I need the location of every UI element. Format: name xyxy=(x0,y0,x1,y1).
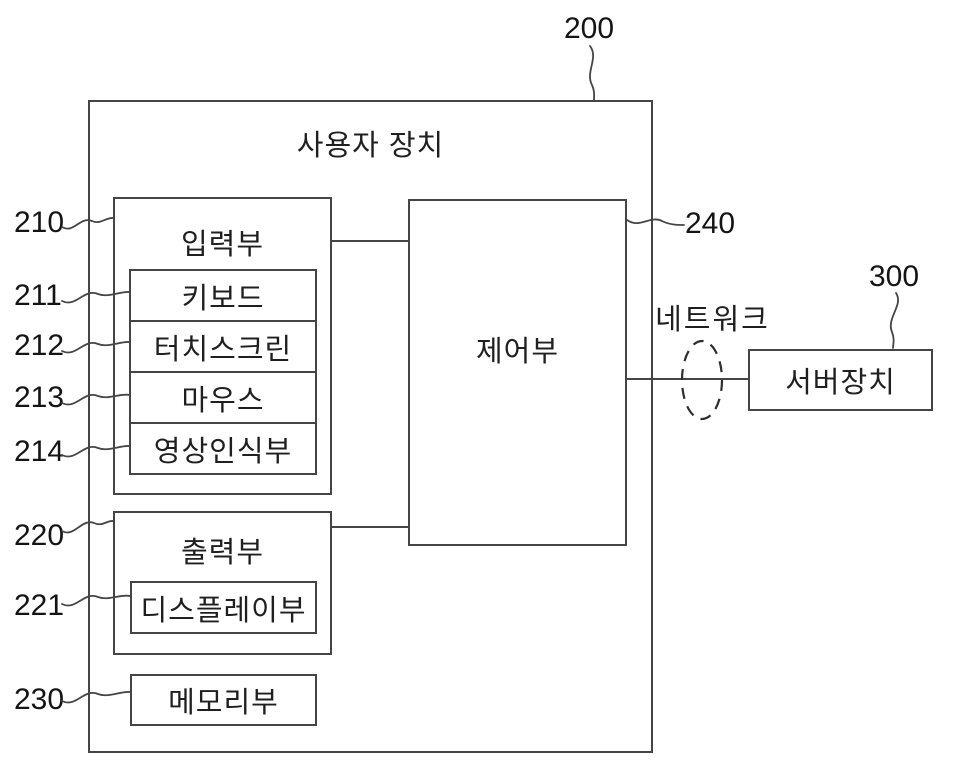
memory-unit-box: 메모리부 xyxy=(130,674,317,726)
touchscreen-box: 터치스크린 xyxy=(129,320,317,373)
ref-240: 240 xyxy=(685,207,736,240)
input-unit-label: 입력부 xyxy=(180,229,265,261)
mouse-label: 마우스 xyxy=(181,384,265,417)
keyboard-box: 키보드 xyxy=(129,269,317,322)
connector-output-to-control xyxy=(332,526,408,528)
leader-300 xyxy=(889,292,899,349)
display-unit-label: 디스플레이부 xyxy=(140,594,307,627)
server-device-label: 서버장치 xyxy=(785,367,896,399)
ref-213: 213 xyxy=(14,381,65,414)
touchscreen-label: 터치스크린 xyxy=(153,333,293,366)
ref-211: 211 xyxy=(14,279,62,312)
connector-input-to-control xyxy=(332,240,408,242)
connector-control-to-server xyxy=(627,378,748,380)
output-unit-label: 출력부 xyxy=(180,537,265,569)
keyboard-label: 키보드 xyxy=(181,282,265,315)
ref-300: 300 xyxy=(868,260,920,293)
ref-200: 200 xyxy=(563,12,615,45)
memory-unit-label: 메모리부 xyxy=(168,687,279,719)
output-unit-box: 출력부 디스플레이부 xyxy=(113,511,332,655)
image-recognition-label: 영상인식부 xyxy=(153,435,293,468)
network-ellipse xyxy=(680,339,724,421)
ref-214: 214 xyxy=(14,435,65,468)
ref-210: 210 xyxy=(14,206,65,239)
ref-221: 221 xyxy=(14,589,65,622)
mouse-box: 마우스 xyxy=(129,371,317,424)
ref-230: 230 xyxy=(14,683,65,716)
input-device-stack: 키보드 터치스크린 마우스 영상인식부 xyxy=(129,269,317,475)
network-label: 네트워크 xyxy=(655,304,770,336)
image-recognition-box: 영상인식부 xyxy=(129,422,317,475)
server-device-box: 서버장치 xyxy=(748,349,933,411)
leader-200 xyxy=(589,45,596,101)
control-unit-box: 제어부 xyxy=(408,199,627,546)
ref-220: 220 xyxy=(14,519,65,552)
user-device-label: 사용자 장치 xyxy=(296,130,445,162)
input-unit-box: 입력부 키보드 터치스크린 마우스 영상인식부 xyxy=(113,197,332,495)
display-unit-box: 디스플레이부 xyxy=(130,581,317,634)
control-unit-label: 제어부 xyxy=(475,336,560,368)
ref-212: 212 xyxy=(14,329,65,362)
